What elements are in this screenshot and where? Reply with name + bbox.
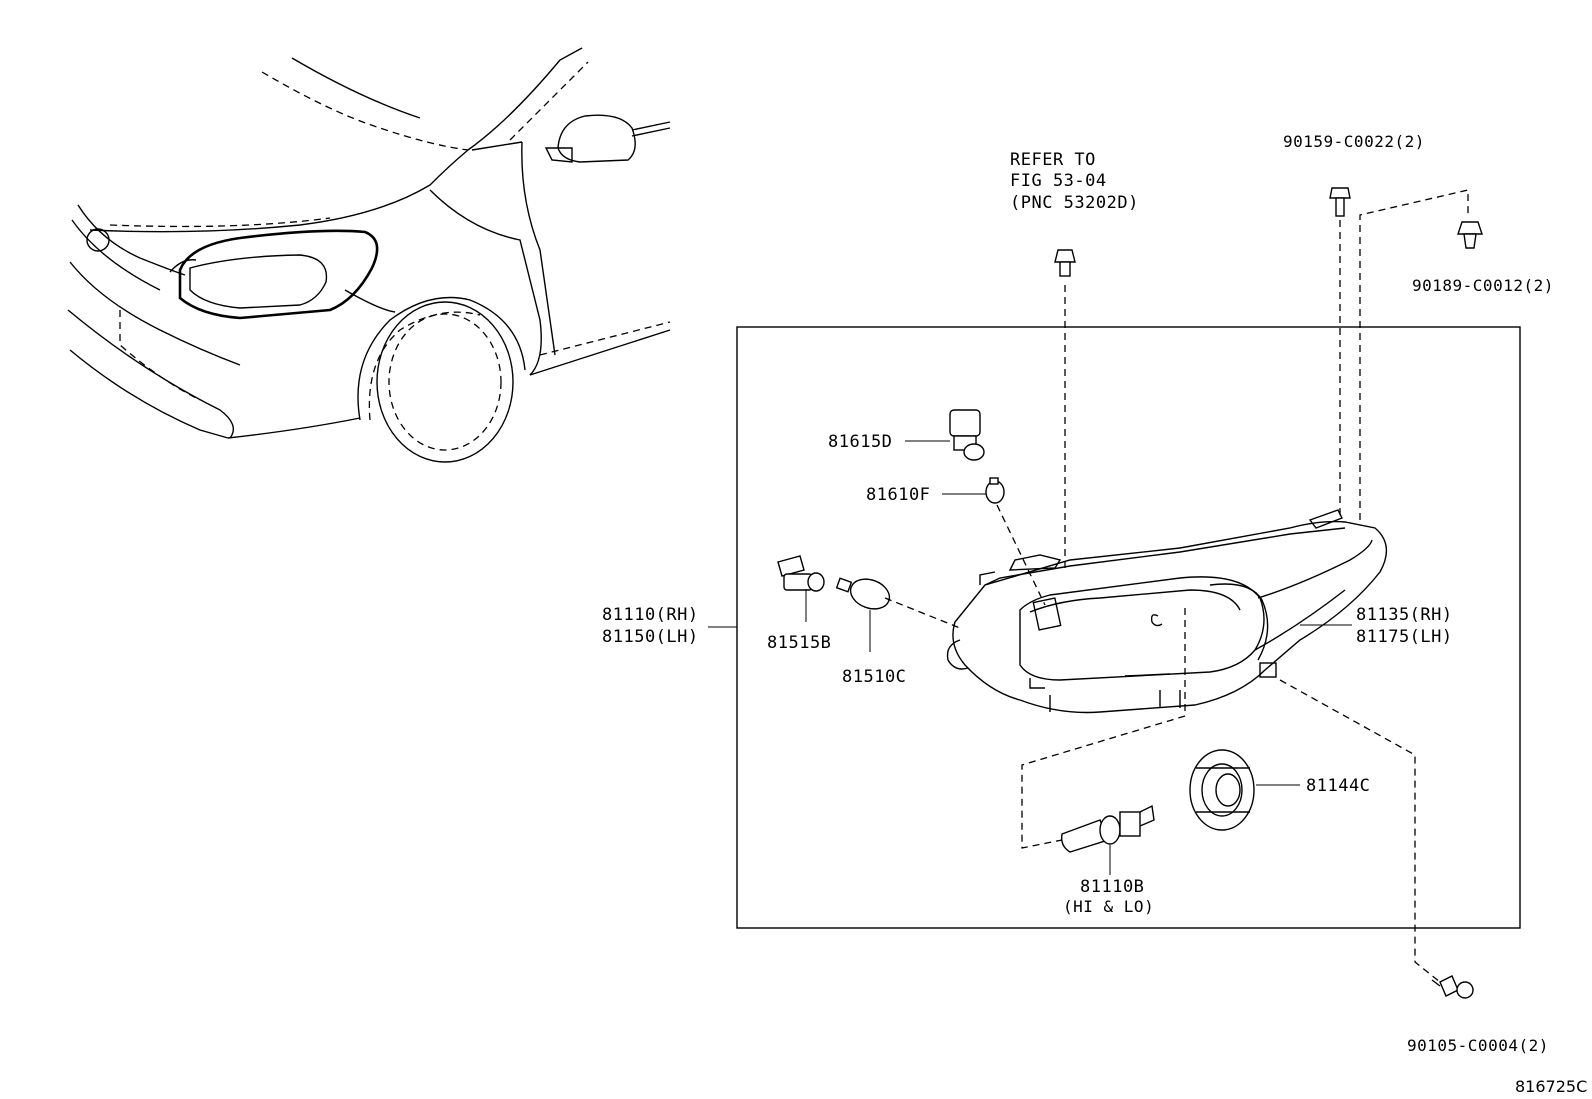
refer-note-line2: FIG 53-04 — [1010, 171, 1107, 191]
bolt-refer-fig — [1054, 249, 1076, 277]
label-81110b: 81110B — [1080, 877, 1144, 897]
vehicle-front-view — [67, 47, 671, 463]
label-81515b: 81515B — [767, 633, 831, 653]
cap-81144c — [1189, 749, 1255, 831]
label-81150-lh: 81150(LH) — [602, 627, 699, 647]
label-81615d: 81615D — [828, 432, 892, 452]
assembly-lines — [884, 189, 1469, 983]
bulb-81610f — [985, 477, 1005, 504]
socket-81515b — [777, 555, 825, 592]
refer-note-line3: (PNC 53202D) — [1010, 193, 1139, 213]
part-labels: REFER TO FIG 53-04 (PNC 53202D) 90159-C0… — [602, 132, 1587, 1096]
label-90159: 90159-C0022(2) — [1283, 132, 1425, 151]
label-90189: 90189-C0012(2) — [1412, 276, 1554, 295]
label-81135-rh: 81135(RH) — [1356, 605, 1453, 625]
label-81610f: 81610F — [866, 485, 930, 505]
leader-lines — [708, 440, 1352, 875]
label-81110b-note: (HI & LO) — [1063, 897, 1154, 916]
bulb-81110b — [1060, 804, 1155, 853]
bolt-90105 — [1431, 975, 1474, 999]
label-81510c: 81510C — [842, 667, 906, 687]
label-81144c: 81144C — [1306, 776, 1370, 796]
socket-81615d — [949, 409, 985, 461]
clip-90189 — [1457, 221, 1483, 249]
bolt-90159 — [1329, 187, 1351, 217]
bulb-81510c — [835, 577, 891, 610]
refer-note-line1: REFER TO — [1010, 150, 1096, 170]
label-81110-rh: 81110(RH) — [602, 605, 699, 625]
label-81175-lh: 81175(LH) — [1356, 627, 1453, 647]
label-90105: 90105-C0004(2) — [1407, 1036, 1549, 1055]
headlamp-assembly — [946, 509, 1388, 714]
figure-reference: 816725C — [1515, 1077, 1587, 1096]
